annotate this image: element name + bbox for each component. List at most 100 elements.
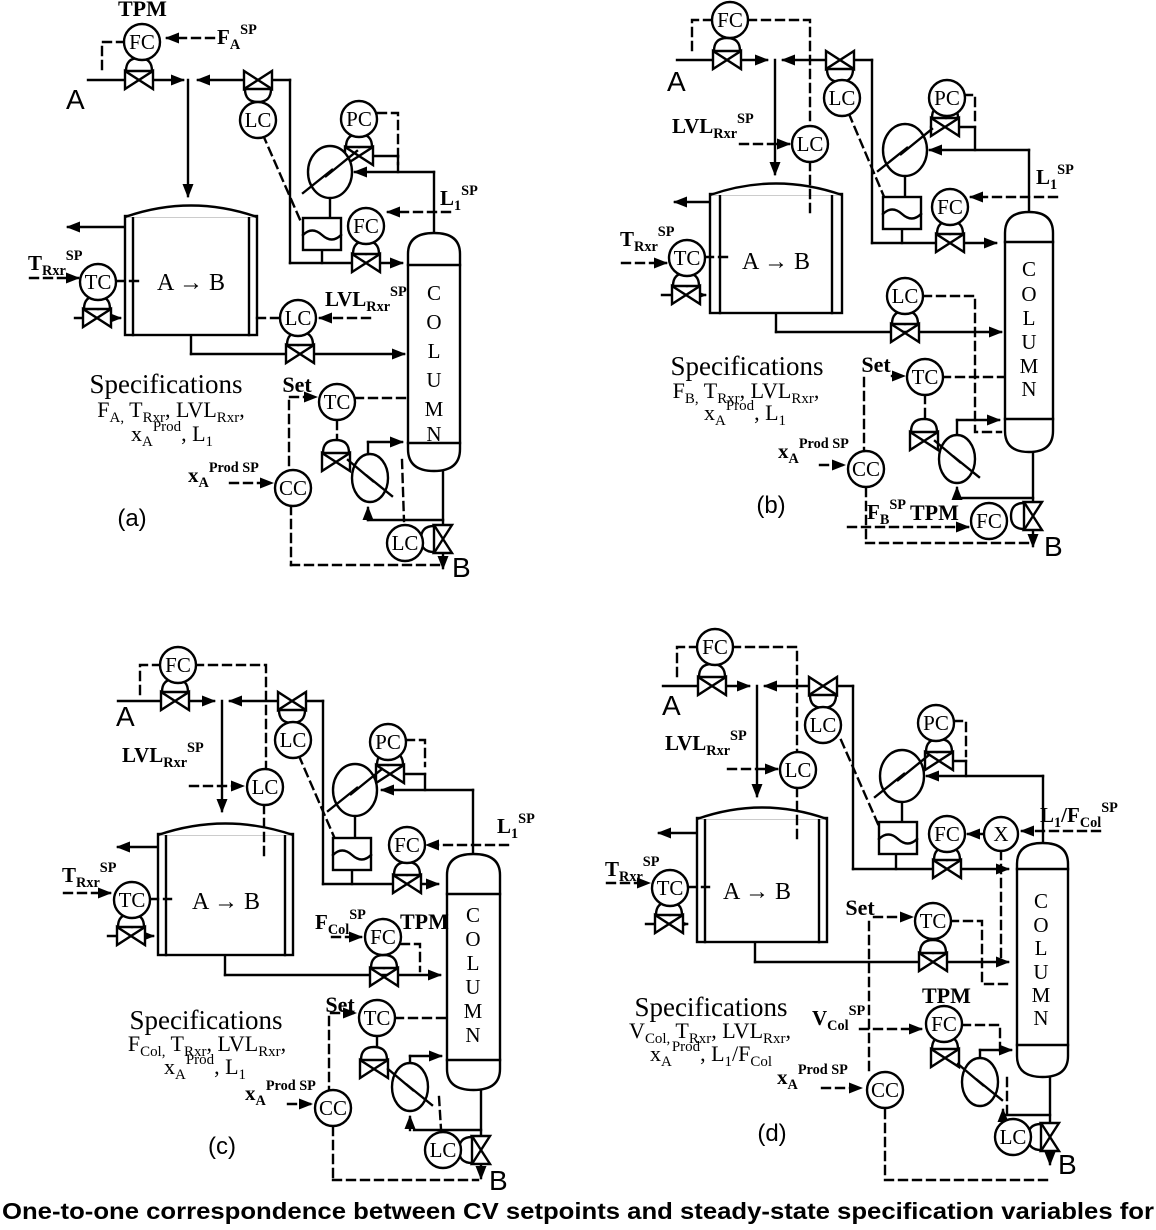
feed-label: A (662, 690, 681, 721)
tspan: 1 (1050, 177, 1057, 193)
tspan: L (1040, 803, 1054, 827)
tspan: SP (737, 111, 754, 127)
tspan: 1 (779, 413, 786, 429)
circle (278, 298, 318, 338)
tspan: Rxr (42, 263, 66, 279)
circle (387, 825, 427, 865)
circle (778, 750, 818, 790)
controller-tc: TC (650, 868, 690, 908)
tspan: x (704, 400, 715, 425)
tspan: Rxr (366, 299, 390, 315)
controller-cc: CC (846, 449, 886, 489)
control-valve (115, 925, 147, 947)
valve-actuator (712, 36, 742, 53)
circle (930, 187, 970, 227)
labels: A LVLRxrSP L1SP TRxrSP A → B Specificati… (620, 66, 1074, 562)
text: X (993, 822, 1008, 846)
column-letter: O (1033, 913, 1048, 937)
line (445, 852, 502, 1092)
line (164, 832, 287, 957)
text: FC (702, 635, 728, 659)
control-valve (929, 1047, 961, 1069)
tspan: Col (827, 1018, 848, 1034)
tspan: Col (328, 922, 349, 938)
controller-lc: LC (822, 78, 862, 118)
line (1015, 841, 1070, 1079)
tspan: Prod SP (798, 1062, 848, 1078)
control-valve (284, 343, 316, 365)
controller-tc: TC (357, 998, 397, 1038)
valve-actuator (909, 417, 939, 434)
line (1003, 210, 1055, 454)
control-valve (242, 69, 274, 91)
control-valve (391, 873, 423, 895)
text: TC (920, 909, 947, 933)
column-letter: N (1021, 377, 1036, 401)
tspan: SP (730, 728, 747, 744)
controller-fc: FC (387, 825, 427, 865)
controller-lc: LC (238, 100, 278, 140)
column-letter: M (1020, 354, 1039, 378)
tspan: x (245, 1081, 256, 1105)
control-valve (1039, 1121, 1061, 1153)
column-letter: L (467, 951, 480, 975)
tspan: SP (518, 811, 535, 827)
tspan: Rxr (634, 239, 658, 255)
text: LC (1000, 1125, 1027, 1149)
tspan: , LVL (740, 378, 792, 403)
trxr-sp-label: TRxrSP (605, 854, 660, 885)
column-letter: L (1023, 306, 1036, 330)
line (437, 1095, 443, 1131)
diagram-d: C O L U M N (605, 627, 1118, 1182)
tspan: A (256, 1093, 267, 1109)
circle (885, 276, 925, 316)
circle (905, 357, 945, 397)
tspan: SP (66, 248, 83, 264)
signal-lines (620, 18, 1059, 545)
control-valve (320, 451, 352, 473)
specs-title: Specifications (671, 351, 824, 381)
specs-title: Specifications (90, 369, 243, 399)
controller-lc: LC (885, 276, 925, 316)
valve-actuator (369, 953, 399, 970)
lvlrxr-sp-label: LVLRxrSP (665, 728, 747, 759)
circle (803, 705, 843, 745)
tspan: SP (1101, 800, 1118, 816)
trxr-sp-label: TRxrSP (62, 860, 117, 891)
tpm-label: TPM (400, 909, 449, 934)
controller-fc: FC (158, 645, 198, 685)
tspan: LVL (672, 114, 713, 138)
tspan: Prod SP (209, 460, 259, 476)
tspan: , (239, 397, 245, 422)
circle (158, 645, 198, 685)
tspan: Rxr (619, 869, 643, 885)
text: FC (931, 1012, 957, 1036)
tspan: x (164, 1054, 175, 1079)
controller-lc: LC (803, 705, 843, 745)
l1-sp-label: L1SP (440, 183, 478, 214)
control-valve (159, 690, 191, 712)
tspan: , (785, 1018, 791, 1043)
valve-actuator (918, 938, 948, 955)
text: TC (119, 888, 146, 912)
text: FC (129, 30, 155, 54)
reboiler-icon (956, 1056, 1004, 1108)
controller-pc: PC (339, 99, 379, 139)
circle (667, 238, 707, 278)
specs-line2: xAProd, L1 (704, 398, 786, 429)
specs-title: Specifications (130, 1005, 283, 1035)
circle (122, 22, 162, 62)
tspan: T (620, 227, 634, 251)
tspan: T (670, 1018, 689, 1043)
text: CC (319, 1096, 347, 1120)
tspan: Rxr (763, 1031, 785, 1047)
column-letter: U (1033, 960, 1048, 984)
line (406, 231, 462, 473)
tspan: Prod (153, 419, 182, 435)
text: FC (353, 214, 379, 238)
reactor-vessel (123, 204, 259, 337)
rect (156, 832, 295, 957)
line (960, 1023, 1002, 1058)
tspan: Rxr (717, 391, 739, 407)
text: LC (797, 132, 824, 156)
